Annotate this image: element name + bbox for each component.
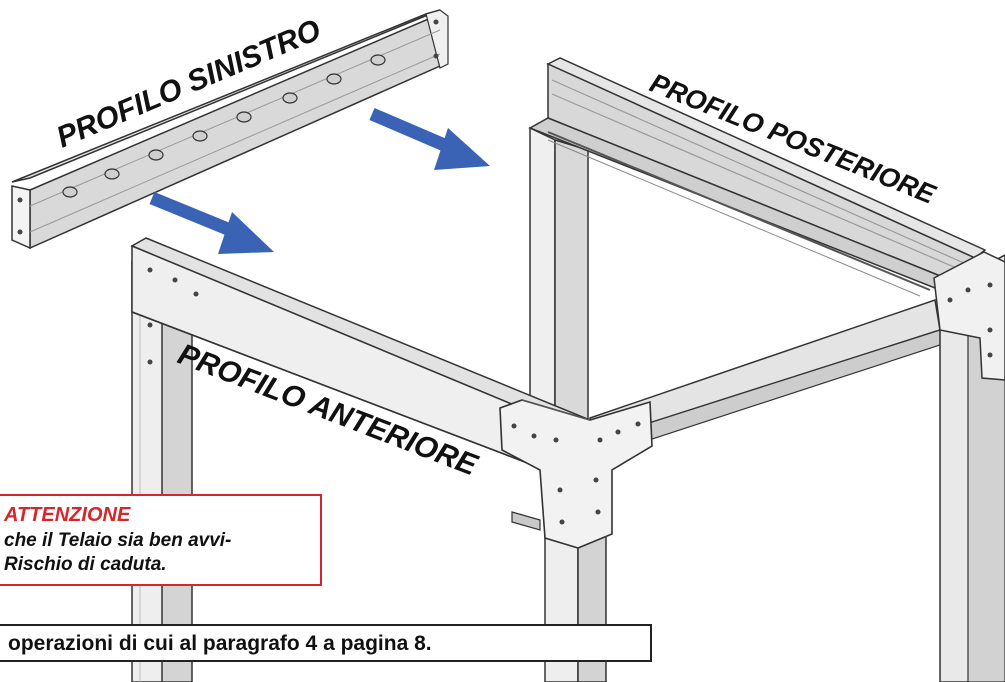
front-corner-plate [499, 399, 653, 549]
warning-box: ATTENZIONE che il Telaio sia ben avvi- R… [0, 494, 322, 586]
profile-bushings [62, 54, 386, 198]
rear-left-leg [529, 126, 589, 422]
rear-right-leg [933, 251, 1005, 682]
warning-line-2: Rischio di caduta. [4, 554, 167, 575]
warning-title: ATTENZIONE [4, 504, 131, 526]
rear-profile [528, 57, 987, 297]
arrow-to-rear [369, 108, 490, 170]
warning-line-1: che il Telaio sia ben avvi- [4, 530, 232, 551]
instruction-note-text: operazioni di cui al paragrafo 4 a pagin… [8, 632, 432, 655]
left-profile-part [11, 9, 449, 250]
arrow-to-front [149, 191, 274, 254]
instruction-note-box: operazioni di cui al paragrafo 4 a pagin… [0, 624, 652, 662]
front-profile [130, 237, 592, 482]
